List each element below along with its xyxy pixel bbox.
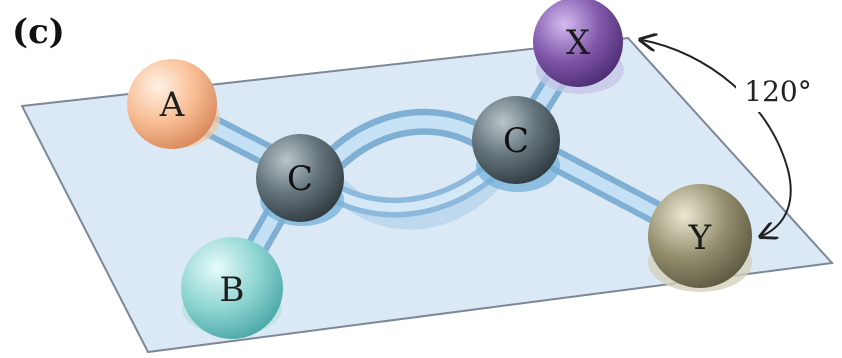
- atom-x: X: [533, 0, 623, 87]
- atom-a-label: A: [159, 85, 185, 125]
- atom-a: A: [127, 59, 217, 149]
- atom-c-right: C: [472, 96, 560, 184]
- atom-c-left: C: [256, 134, 344, 222]
- atom-c-right-label: C: [503, 121, 529, 161]
- atom-y-label: Y: [688, 218, 712, 258]
- atom-c-left-label: C: [287, 159, 313, 199]
- atom-b: B: [181, 237, 283, 339]
- angle-label: 120°: [744, 75, 811, 108]
- panel-label: (c): [12, 12, 65, 52]
- atom-x-label: X: [566, 23, 591, 63]
- angle-arc-arrow: [642, 40, 792, 236]
- atom-b-label: B: [220, 270, 245, 310]
- atom-y: Y: [648, 184, 752, 288]
